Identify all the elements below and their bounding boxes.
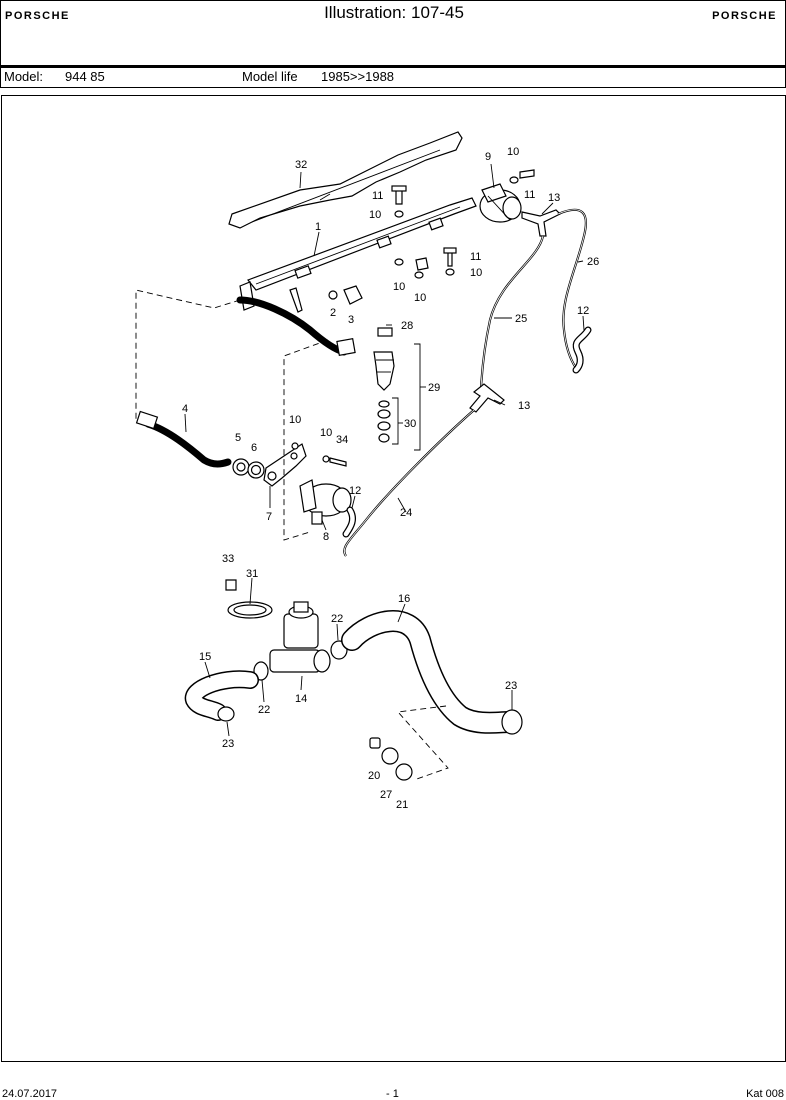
callout-10: 10 (289, 414, 301, 426)
callout-16: 16 (398, 593, 410, 605)
part-29-injector (373, 351, 395, 391)
callout-11: 11 (524, 189, 535, 201)
callout-10: 10 (320, 427, 332, 439)
callout-3: 3 (348, 314, 354, 326)
callout-25: 25 (515, 313, 527, 325)
porsche-logo-left: PORSCHE (5, 10, 70, 22)
callout-28: 28 (401, 320, 413, 332)
callout-6: 6 (251, 442, 257, 454)
part-9-pressure-damper (479, 183, 522, 223)
callout-4: 4 (182, 403, 188, 415)
callout-22: 22 (331, 613, 343, 625)
callout-13: 13 (518, 400, 530, 412)
callout-23: 23 (222, 738, 234, 750)
part-32-cover (228, 131, 463, 229)
porsche-logo-right: PORSCHE (712, 10, 777, 22)
callout-5: 5 (235, 432, 241, 444)
callout-22: 22 (258, 704, 270, 716)
callout-34: 34 (336, 434, 348, 446)
callout-31: 31 (246, 568, 258, 580)
model-life-label: Model life (242, 69, 298, 84)
callout-1: 1 (315, 221, 321, 233)
callout-10: 10 (393, 281, 405, 293)
callout-14: 14 (295, 693, 307, 705)
callout-13: 13 (548, 192, 560, 204)
callout-20: 20 (368, 770, 380, 782)
callout-8: 8 (323, 531, 329, 543)
callout-12: 12 (349, 485, 361, 497)
callout-29: 29 (428, 382, 440, 394)
callout-27: 27 (380, 789, 392, 801)
callout-10: 10 (470, 267, 482, 279)
callout-23: 23 (505, 680, 517, 692)
callout-30: 30 (404, 418, 416, 430)
callout-7: 7 (266, 511, 272, 523)
callout-33: 33 (222, 553, 234, 565)
callout-11: 11 (470, 251, 481, 263)
part-13-tee-upper (521, 209, 562, 237)
callout-10: 10 (369, 209, 381, 221)
footer-page-number: - 1 (386, 1088, 399, 1100)
part-14-idle-valve (269, 601, 331, 673)
callout-9: 9 (485, 151, 491, 163)
part-8-pressure-regulator (299, 479, 352, 525)
callout-10: 10 (414, 292, 426, 304)
model-label: Model: (4, 69, 44, 84)
footer-date: 24.07.2017 (2, 1088, 58, 1100)
callout-24: 24 (400, 507, 412, 519)
callout-15: 15 (199, 651, 211, 663)
callout-11: 11 (372, 190, 383, 202)
callout-10: 10 (507, 146, 519, 158)
callout-21: 21 (396, 799, 408, 811)
page-title: Illustration: 107-45 (324, 3, 464, 22)
footer-catalog: Kat 008 (746, 1088, 784, 1100)
callout-2: 2 (330, 307, 336, 319)
callout-labels: 32 9 10 11 13 11 10 1 11 10 26 10 10 2 3… (182, 146, 599, 811)
callout-32: 32 (295, 159, 307, 171)
callout-26: 26 (587, 256, 599, 268)
model-value: 944 85 (65, 69, 105, 84)
model-row: Model: 944 85 Model life 1985>>1988 (0, 68, 786, 88)
header-divider (0, 65, 786, 68)
callout-12: 12 (577, 305, 589, 317)
part-13-tee-lower (469, 383, 505, 413)
model-life-value: 1985>>1988 (321, 69, 395, 84)
